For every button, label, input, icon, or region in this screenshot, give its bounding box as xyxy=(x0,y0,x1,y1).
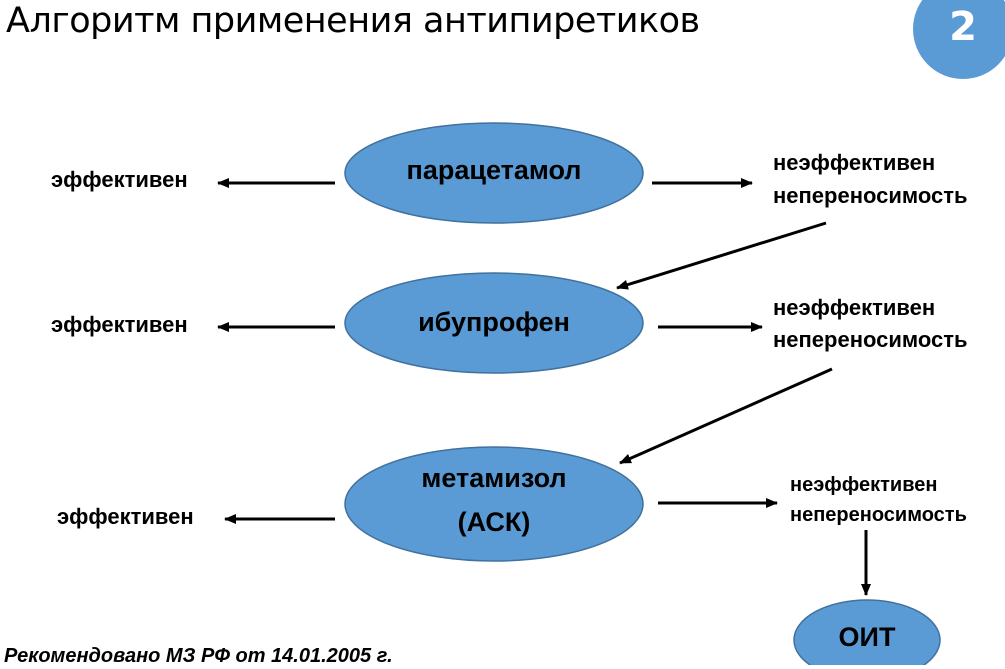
page-number-badge xyxy=(913,0,1005,79)
slide-title: Алгоритм применения антипиретиков xyxy=(6,1,700,41)
label-metamizol: метамизол xyxy=(421,463,567,493)
label-metamizol-ask: (АСК) xyxy=(457,507,531,537)
arrow-to-metamizol xyxy=(619,367,833,465)
arrow-to-ibuprofen xyxy=(616,221,827,290)
intolerance-label-3: непереносимость xyxy=(790,504,967,526)
footnote: Рекомендовано МЗ РФ от 14.01.2005 г. xyxy=(4,645,393,667)
node-metamizol xyxy=(344,446,644,562)
page-number: 2 xyxy=(949,4,977,50)
label-ibuprofen: ибупрофен xyxy=(418,307,570,337)
node-ibuprofen xyxy=(344,272,644,374)
label-paracetamol: парацетамол xyxy=(406,155,582,185)
effective-label-2: эффективен xyxy=(51,312,188,337)
intolerance-label-1: непереносимость xyxy=(773,183,968,208)
ineffective-label-1: неэффективен xyxy=(773,150,936,175)
intolerance-label-2: непереносимость xyxy=(773,327,968,352)
node-oit xyxy=(793,599,941,665)
ineffective-label-2: неэффективен xyxy=(773,295,936,320)
effective-label-3: эффективен xyxy=(57,504,194,529)
label-oit: ОИТ xyxy=(838,622,896,652)
effective-label-1: эффективен xyxy=(51,167,188,192)
node-paracetamol xyxy=(344,122,644,224)
ineffective-label-3: неэффективен xyxy=(790,474,938,496)
